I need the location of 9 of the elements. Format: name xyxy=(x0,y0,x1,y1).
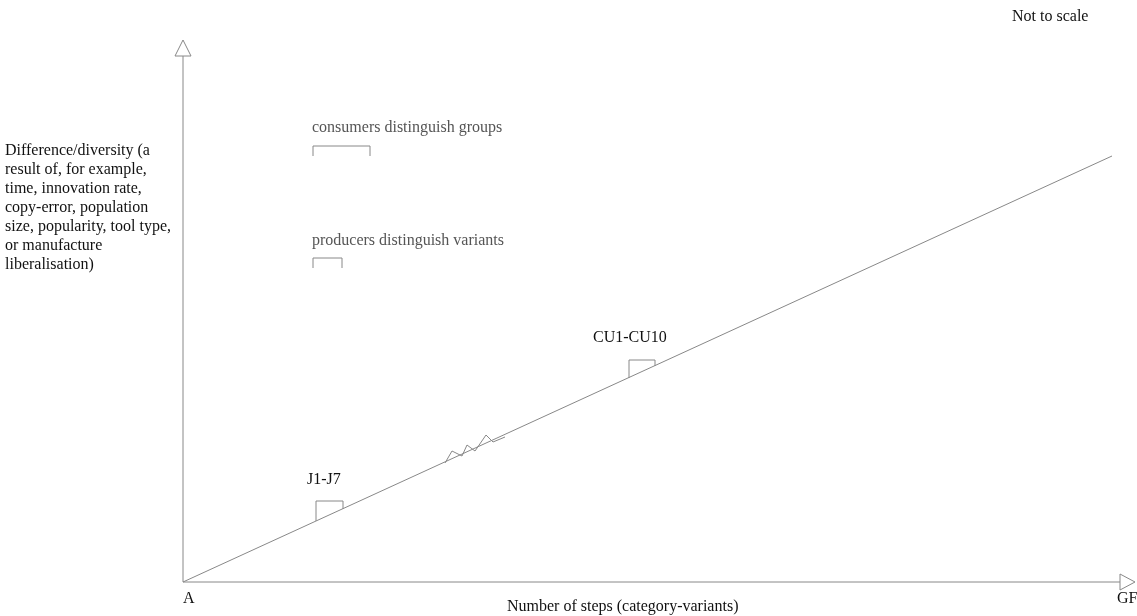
axis-label: Difference/diversity (a result of, for example, time, innovation rate, copy-error, population size, popularity, tool type, or manufacture liberalisation) xyxy=(5,140,173,273)
axis-end-label: GF xyxy=(1117,588,1137,607)
annotation: consumers distinguish groups xyxy=(312,117,503,136)
note: Not to scale xyxy=(1012,6,1089,25)
axis-label: Number of steps (category-variants) xyxy=(507,596,739,615)
axis-end-label: A xyxy=(183,588,195,607)
range-label: J1-J7 xyxy=(307,469,341,488)
annotation: producers distinguish variants xyxy=(312,230,504,249)
range-label: CU1-CU10 xyxy=(593,327,667,346)
